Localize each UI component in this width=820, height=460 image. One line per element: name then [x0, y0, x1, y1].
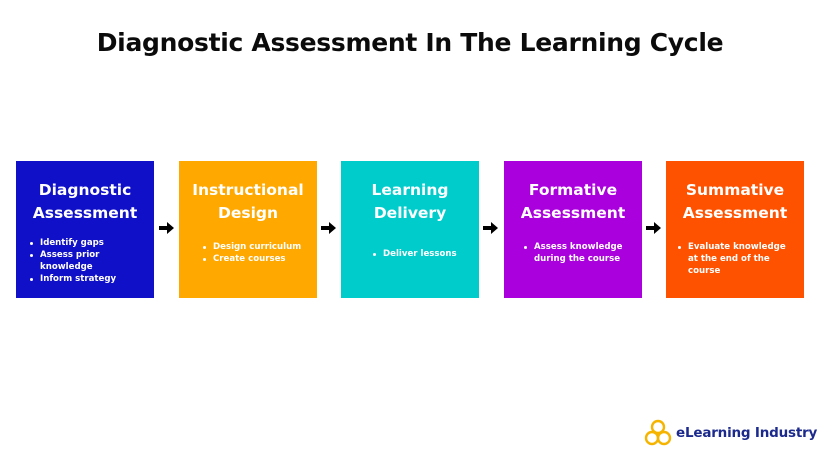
- bullet-item: Evaluate knowledge at the end of the cou…: [678, 241, 804, 277]
- card-title: Formative Assessment: [504, 179, 642, 225]
- card-formative-assessment: Formative Assessment Assess knowledge du…: [504, 161, 642, 298]
- card-learning-delivery: Learning Delivery Deliver lessons: [341, 161, 479, 298]
- card-bullets: Identify gaps Assess prior knowledge Inf…: [26, 237, 154, 285]
- card-bullets: Design curriculum Create courses: [199, 241, 301, 265]
- bullet-item: Assess prior knowledge: [30, 249, 154, 273]
- card-title-line: Diagnostic: [38, 181, 132, 199]
- bullet-item: Create courses: [202, 253, 301, 265]
- arrow-right-icon: [646, 222, 661, 234]
- card-bullets: Deliver lessons: [369, 248, 457, 260]
- card-instructional-design: Instructional Design Design curriculum C…: [179, 161, 317, 298]
- card-diagnostic-assessment: Diagnostic Assessment Identify gaps Asse…: [16, 161, 154, 298]
- bullet-item: Identify gaps: [30, 237, 154, 249]
- bullet-item: Inform strategy: [30, 273, 154, 285]
- arrow-right-icon: [483, 222, 498, 234]
- card-title-line: Instructional: [192, 181, 304, 199]
- card-title-line: Assessment: [520, 204, 626, 222]
- bullet-item: Assess knowledge during the course: [524, 242, 623, 264]
- bullet-item: Design curriculum: [202, 242, 302, 252]
- eli-logo-icon: [644, 419, 672, 446]
- card-title-line: Assessment: [32, 204, 138, 222]
- card-title-line: Formative: [528, 181, 618, 199]
- diagram-title: Diagnostic Assessment In The Learning Cy…: [96, 28, 724, 57]
- card-title-line: Learning: [371, 181, 449, 199]
- card-title: Learning Delivery: [341, 179, 479, 225]
- elearning-industry-logo: eLearning Industry: [644, 418, 817, 448]
- card-title-line: Assessment: [682, 204, 788, 222]
- card-summative-assessment: Summative Assessment Evaluate knowledge …: [666, 161, 804, 298]
- card-title: Summative Assessment: [666, 179, 804, 225]
- card-bullets: Evaluate knowledge at the end of the cou…: [674, 241, 804, 277]
- card-title: Diagnostic Assessment: [16, 179, 154, 225]
- arrow-right-icon: [321, 222, 336, 234]
- card-bullets: Assess knowledge during the course: [520, 241, 623, 265]
- card-title-line: Summative: [685, 181, 785, 199]
- arrow-right-icon: [159, 222, 174, 234]
- card-title-line: Design: [217, 204, 279, 222]
- logo-text: eLearning Industry: [676, 425, 818, 441]
- card-title-line: Delivery: [373, 204, 447, 222]
- bullet-item: Deliver lessons: [373, 249, 457, 259]
- card-title: Instructional Design: [179, 179, 317, 225]
